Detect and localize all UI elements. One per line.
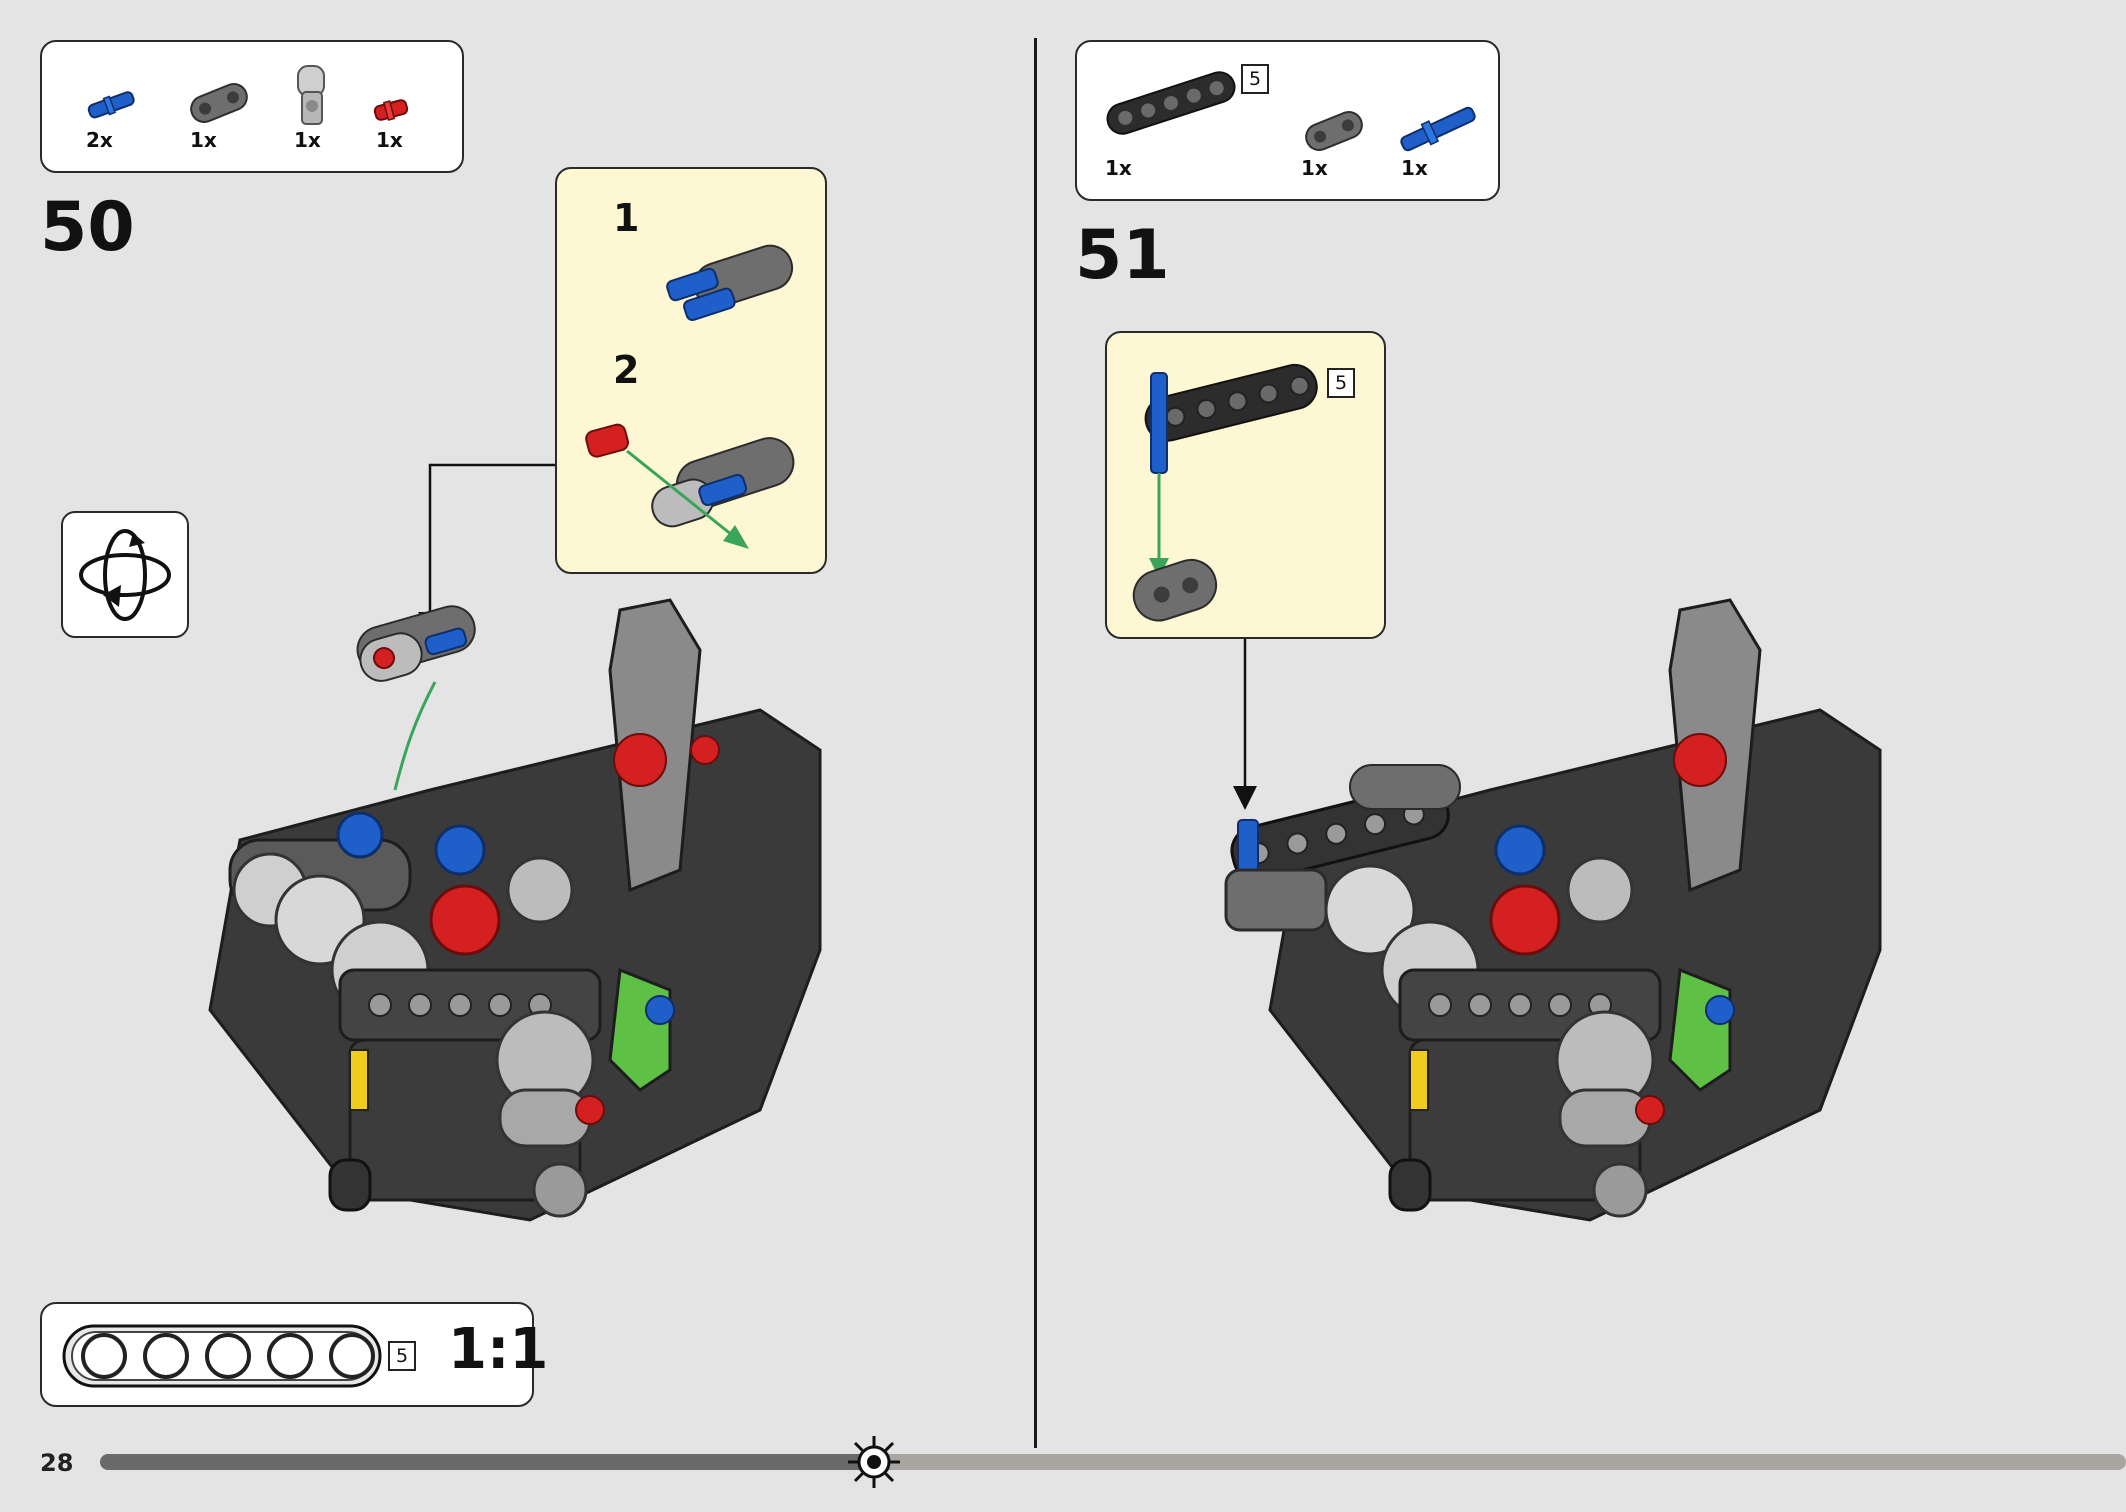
substep-number: 1 [613,196,640,240]
scale-reference-box: 5 1:1 [40,1302,548,1407]
subassembly-callout: 5 [1105,331,1386,639]
beam-5-scale-icon [62,1324,382,1388]
substep-number: 2 [613,348,640,392]
part-qty: 1x [1301,156,1328,180]
step-number: 50 [40,188,135,267]
part-qty: 1x [294,128,321,152]
progress-bar-fill [100,1454,875,1470]
substep-model [1132,363,1318,622]
red-pin-icon [373,99,409,121]
substep-2-model [585,423,795,549]
step-number: 51 [1075,216,1170,295]
rotate-model-box [61,511,189,638]
assembly-model-step-51 [1224,598,1882,1222]
progress-marker-icon [848,1436,900,1488]
light-gray-connector-icon [297,65,325,125]
substep-1-model [666,244,794,321]
part-qty: 1x [376,128,403,152]
part-qty: 1x [190,128,217,152]
gray-beam-2-icon [190,83,248,123]
blue-axle-pin-icon [1400,106,1476,152]
gray-beam-2-icon [1305,111,1363,151]
parts-list-box: 2x 1x 1x 1x [40,40,464,173]
assembly-model-step-50 [208,598,822,1222]
page-number: 28 [40,1449,74,1477]
part-qty: 1x [1105,156,1132,180]
length-badge: 5 [388,1341,416,1371]
part-qty: 2x [86,128,113,152]
parts-list-box: 5 1x 1x 1x [1075,40,1500,201]
scale-ratio: 1:1 [448,1317,549,1382]
page-divider [1034,38,1037,1448]
part-qty: 1x [1401,156,1428,180]
black-beam-5-icon [1106,71,1236,135]
length-badge: 5 [1241,64,1269,94]
subassembly-callout: 1 2 [555,167,827,574]
rotate-icon [79,529,171,621]
blue-pin-icon [87,91,135,119]
length-badge: 5 [1327,368,1355,398]
